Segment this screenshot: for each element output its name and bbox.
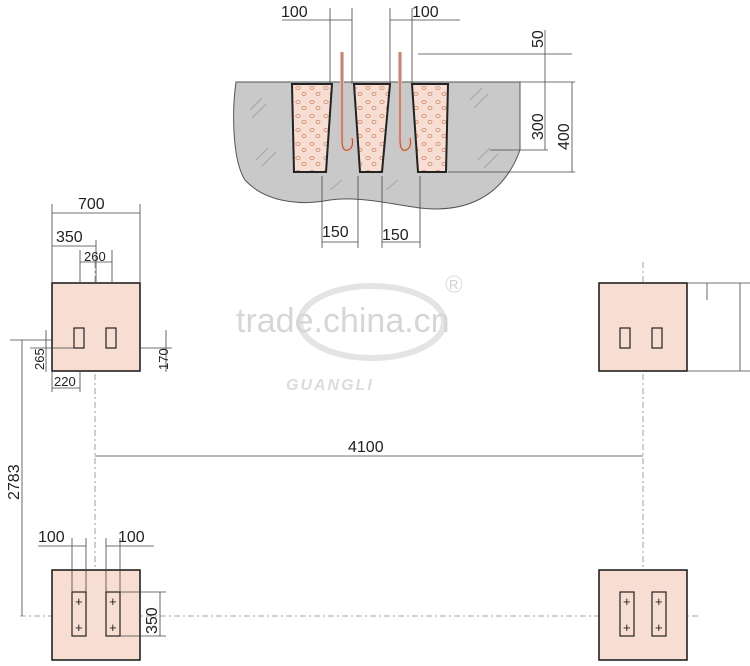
dim-bottom-pad-350: 350 bbox=[144, 607, 161, 634]
dim-span: 4100 bbox=[348, 439, 384, 456]
dim-bottom-pad-left: 100 bbox=[38, 529, 65, 546]
dim-bottom-left: 150 bbox=[322, 224, 349, 241]
pad-top-left: 700 350 260 265 170 220 bbox=[30, 196, 172, 392]
dim-depth: 2783 bbox=[6, 464, 23, 500]
dim-bottom-pad-right: 100 bbox=[118, 529, 145, 546]
svg-text:+: + bbox=[109, 620, 117, 635]
fill-block-center bbox=[352, 83, 392, 173]
pad-top-right bbox=[598, 282, 750, 372]
span-dimension: 4100 bbox=[95, 439, 643, 457]
dim-pad-265: 265 bbox=[32, 348, 47, 370]
svg-text:+: + bbox=[655, 620, 663, 635]
registered-mark: R bbox=[449, 277, 458, 292]
depth-dimension: 2783 bbox=[6, 339, 52, 616]
fill-block-left bbox=[290, 83, 334, 173]
concrete-hatch bbox=[249, 87, 499, 191]
svg-text:+: + bbox=[623, 594, 631, 609]
pad-bottom-right: + + + + bbox=[598, 569, 688, 661]
dim-bottom-right: 150 bbox=[382, 227, 409, 244]
fill-block-right bbox=[410, 83, 450, 173]
svg-text:+: + bbox=[655, 594, 663, 609]
dim-top-offset: 50 bbox=[530, 30, 547, 48]
section-view: 100 100 50 300 400 150 150 bbox=[233, 4, 575, 248]
watermark-brand: GUANGLI bbox=[286, 377, 374, 394]
dim-left-gap: 100 bbox=[281, 4, 308, 21]
dim-slot-span: 260 bbox=[84, 249, 106, 264]
svg-text:+: + bbox=[75, 594, 83, 609]
svg-text:+: + bbox=[109, 594, 117, 609]
dim-depth-total: 400 bbox=[556, 123, 573, 150]
svg-text:+: + bbox=[623, 620, 631, 635]
dim-right-gap: 100 bbox=[412, 4, 439, 21]
svg-text:+: + bbox=[75, 620, 83, 635]
watermark: trade.china.cn GUANGLI R bbox=[236, 275, 463, 394]
dim-pad-220: 220 bbox=[54, 374, 76, 389]
dim-pad-width: 700 bbox=[78, 196, 105, 213]
dim-pad-170: 170 bbox=[156, 348, 171, 370]
dim-depth-inner: 300 bbox=[530, 113, 547, 140]
pad-bottom-left: + + + + 100 100 350 bbox=[38, 529, 166, 661]
dim-pad-half: 350 bbox=[56, 229, 83, 246]
watermark-site: trade.china.cn bbox=[236, 302, 450, 340]
